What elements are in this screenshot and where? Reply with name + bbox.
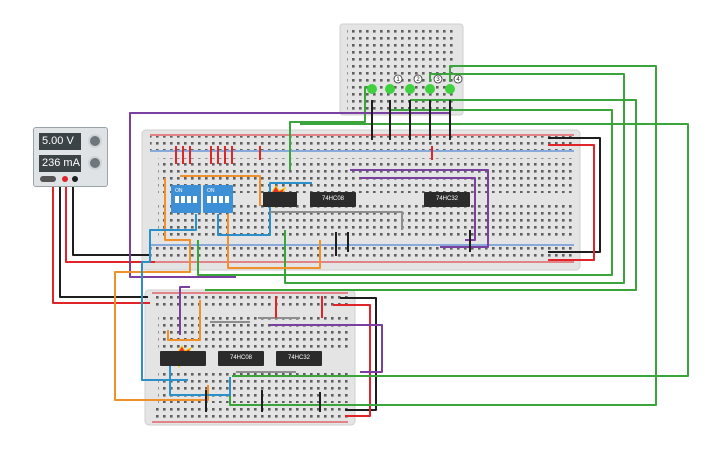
led-breadboard[interactable] bbox=[339, 23, 464, 116]
wire-gray-1[interactable] bbox=[270, 211, 403, 230]
voltage-knob[interactable] bbox=[88, 134, 102, 148]
wire-red-psu-lower[interactable] bbox=[52, 180, 150, 304]
wire-orange-1[interactable] bbox=[114, 178, 209, 401]
black-jumpers[interactable] bbox=[205, 230, 471, 412]
dip-switch-2[interactable]: ON bbox=[203, 185, 233, 213]
wire-purple-lower2[interactable] bbox=[179, 286, 190, 335]
wire-purple-lower[interactable] bbox=[270, 324, 383, 373]
wire-red-rail-right[interactable] bbox=[548, 144, 595, 261]
ic-74hc32-main[interactable]: 74HC32 bbox=[424, 192, 470, 207]
ic-74hc08-main[interactable]: 74HC08 bbox=[310, 192, 356, 207]
wire-red-psu[interactable] bbox=[65, 180, 155, 263]
ic-74hc32-lower[interactable]: 74HC32 bbox=[276, 351, 322, 366]
wire-blue-1[interactable] bbox=[141, 214, 197, 381]
wire-black-psu[interactable] bbox=[72, 180, 151, 256]
current-knob[interactable] bbox=[88, 156, 102, 170]
wire-purple-right[interactable] bbox=[350, 169, 489, 248]
led-resistors[interactable] bbox=[371, 100, 451, 140]
wire-orange-lower[interactable] bbox=[167, 300, 201, 341]
psu-terminal-negative[interactable] bbox=[72, 176, 78, 182]
wire-green-led4[interactable] bbox=[205, 99, 637, 291]
wire-green-led1[interactable] bbox=[289, 86, 372, 170]
wire-black-lower-rail[interactable] bbox=[340, 297, 377, 411]
dip-switch-1[interactable]: ON bbox=[171, 185, 201, 213]
dip-on-label-1: ON bbox=[175, 188, 183, 194]
wire-green-long[interactable] bbox=[232, 123, 689, 377]
wire-orange-3[interactable] bbox=[227, 214, 321, 269]
ic-74hc08-lower[interactable]: 74HC08 bbox=[218, 351, 264, 366]
ic-chip-unlabeled[interactable] bbox=[263, 192, 297, 207]
led-row[interactable] bbox=[367, 84, 455, 94]
psu-terminal-positive[interactable] bbox=[62, 176, 68, 182]
ic-chip-lower-unlabeled[interactable] bbox=[160, 351, 206, 366]
led-label-2: 2 bbox=[416, 77, 420, 83]
current-display: 236 mA bbox=[39, 155, 81, 172]
voltage-display: 5.00 V bbox=[39, 133, 81, 150]
wire-blue-2[interactable] bbox=[217, 182, 312, 236]
dip-on-label-2: ON bbox=[207, 188, 215, 194]
led-label-4: 4 bbox=[456, 77, 460, 83]
wire-blue-lower[interactable] bbox=[169, 360, 231, 396]
wire-black-psu-lower[interactable] bbox=[59, 180, 148, 298]
wire-green-led2[interactable] bbox=[229, 65, 657, 406]
led-label-1: 1 bbox=[396, 77, 400, 83]
red-jumpers[interactable] bbox=[175, 146, 433, 318]
wire-black-rail-right[interactable] bbox=[548, 137, 601, 253]
wire-green-led5[interactable] bbox=[197, 109, 613, 276]
psu-switch[interactable] bbox=[40, 176, 56, 182]
led-label-3: 3 bbox=[436, 77, 440, 83]
wire-red-lower-rail[interactable] bbox=[333, 304, 371, 417]
wire-orange-2[interactable] bbox=[180, 175, 261, 206]
power-supply[interactable]: 5.00 V 236 mA bbox=[33, 127, 108, 187]
